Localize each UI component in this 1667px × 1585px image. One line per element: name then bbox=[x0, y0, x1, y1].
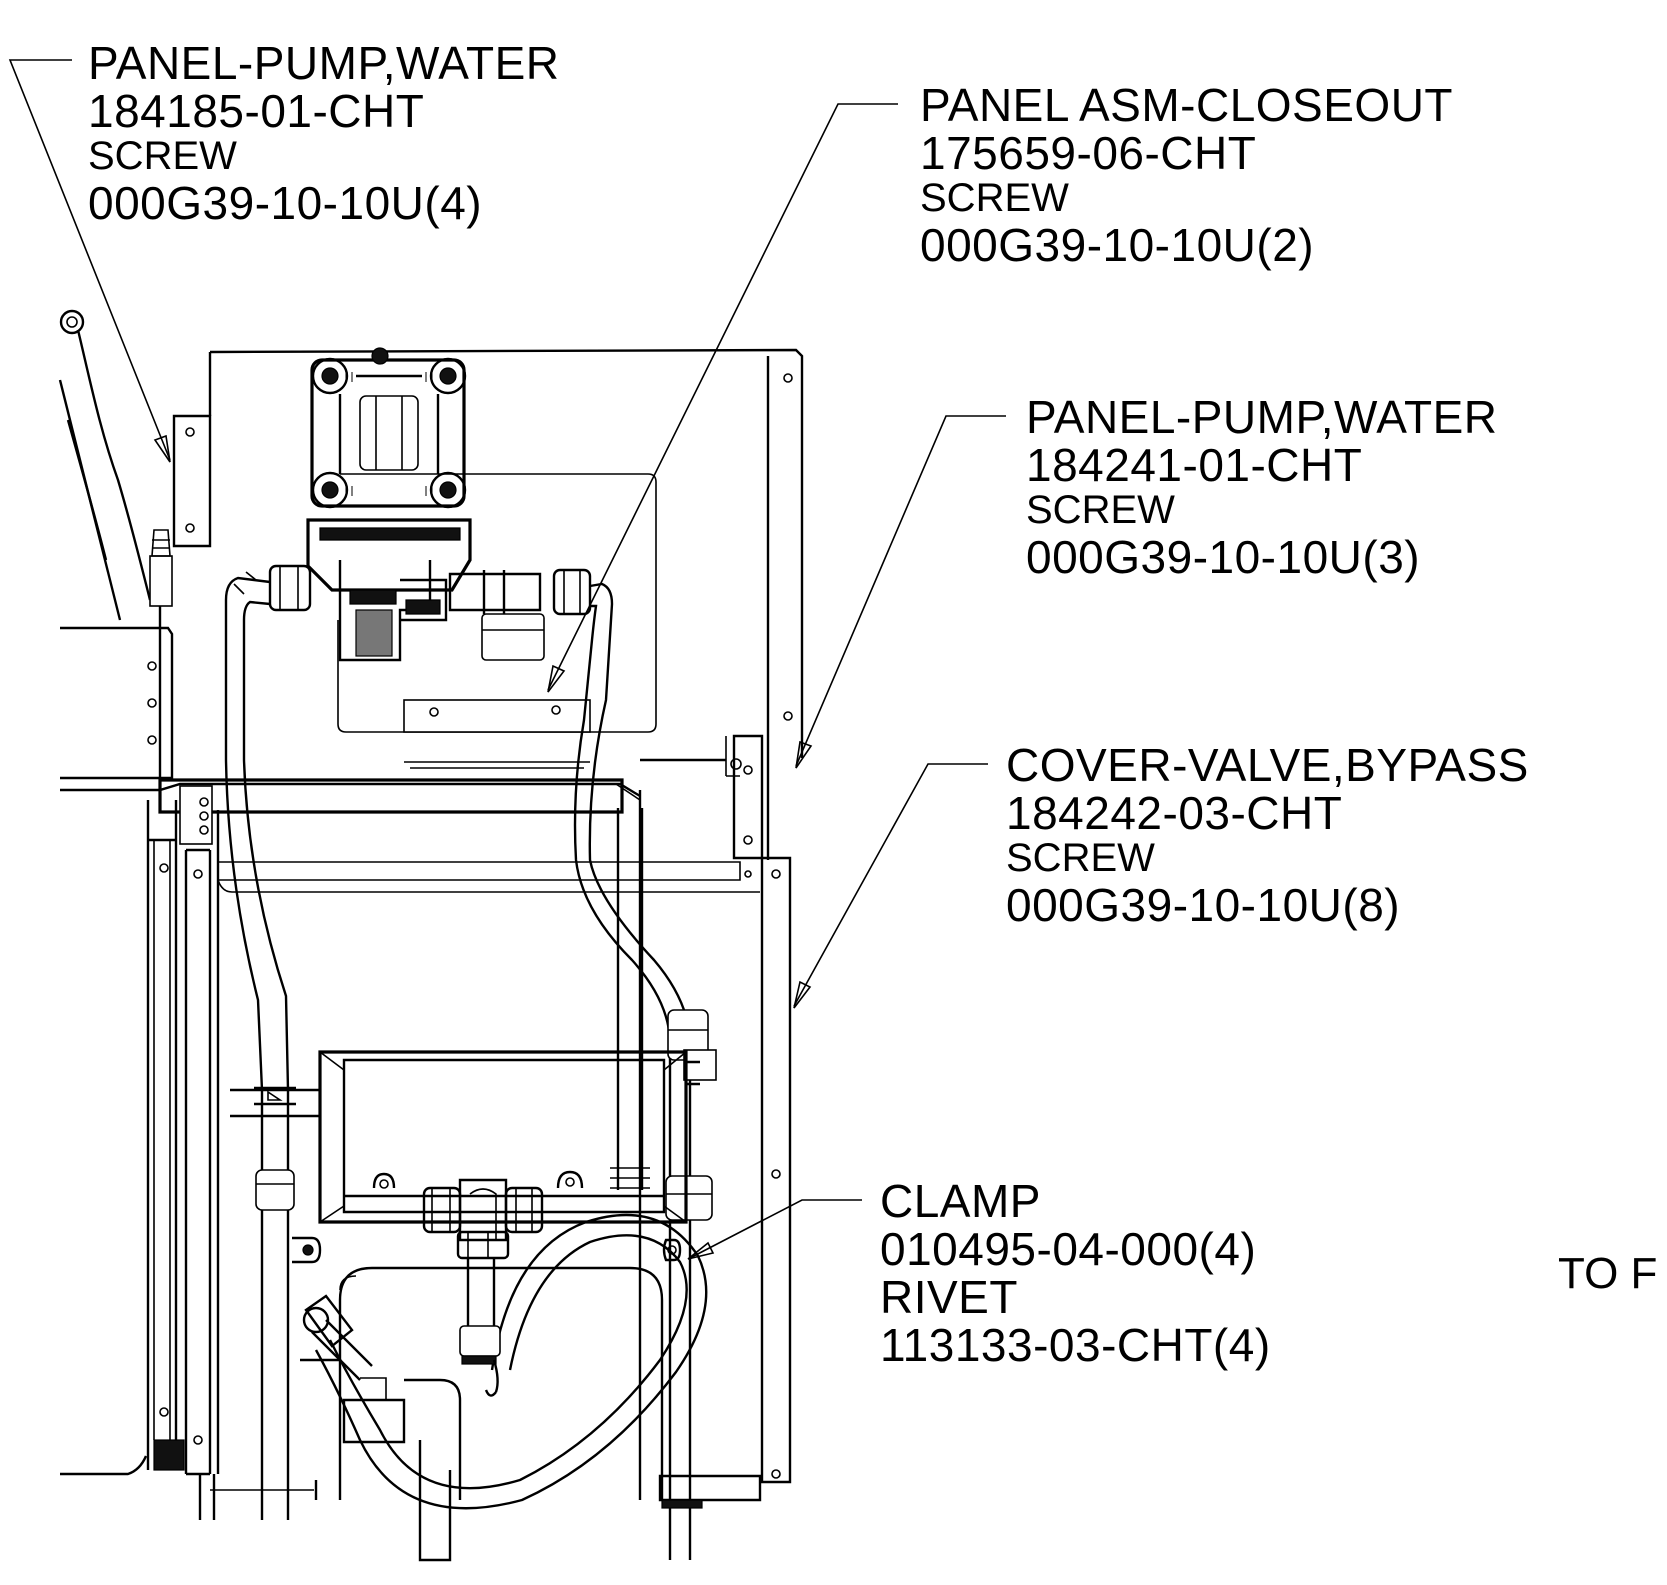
upper-left-tab bbox=[172, 414, 212, 548]
leader-panel-asm-closeout bbox=[547, 103, 898, 691]
lift-ring bbox=[59, 309, 85, 335]
callout-part-number: 184185-01-CHT bbox=[88, 85, 425, 137]
callout-part-name: COVER-VALVE,BYPASS bbox=[1006, 739, 1529, 791]
callout-fastener-part: 000G39-10-10U(2) bbox=[920, 219, 1315, 271]
callout-part-name: CLAMP bbox=[880, 1175, 1041, 1227]
callout-clamp: CLAMP 010495-04-000(4) RIVET 113133-03-C… bbox=[880, 1178, 1271, 1370]
callout-fastener-name: SCREW bbox=[1006, 836, 1155, 880]
leader-arrow-2 bbox=[547, 664, 566, 693]
leader-arrow-5 bbox=[687, 1241, 715, 1260]
right-upright-cover bbox=[760, 856, 792, 1484]
callout-part-number: 184241-01-CHT bbox=[1026, 439, 1363, 491]
hose-left bbox=[224, 576, 271, 1520]
callout-part-number: 184242-03-CHT bbox=[1006, 787, 1343, 839]
water-pump bbox=[268, 347, 592, 662]
panel-cutout bbox=[337, 473, 657, 733]
hoses bbox=[224, 571, 717, 1560]
callout-panel-pump-water-left: PANEL-PUMP,WATER 184185-01-CHT SCREW 000… bbox=[88, 40, 559, 228]
callout-fastener-name: SCREW bbox=[920, 176, 1069, 220]
callout-panel-asm-closeout: PANEL ASM-CLOSEOUT 175659-06-CHT SCREW 0… bbox=[920, 82, 1453, 270]
leader-clamp bbox=[689, 1199, 862, 1259]
callout-fastener-name: SCREW bbox=[1026, 488, 1175, 532]
hose-right bbox=[588, 582, 692, 1560]
callout-part-name: PANEL-PUMP,WATER bbox=[1026, 391, 1498, 443]
callout-cover-valve-bypass: COVER-VALVE,BYPASS 184242-03-CHT SCREW 0… bbox=[1006, 742, 1529, 930]
corner-bracket bbox=[179, 785, 213, 845]
left-side-bracket bbox=[60, 626, 174, 780]
callout-panel-pump-water-right: PANEL-PUMP,WATER 184241-01-CHT SCREW 000… bbox=[1026, 394, 1497, 582]
callout-part-name: PANEL-PUMP,WATER bbox=[88, 37, 560, 89]
leader-panel-pump-right bbox=[795, 415, 1006, 767]
leader-panel-pump-left bbox=[8, 59, 171, 461]
leader-arrow-1 bbox=[153, 434, 171, 463]
hose-coil bbox=[328, 1234, 688, 1490]
left-upright bbox=[146, 800, 178, 1470]
leader-cover-valve-bypass bbox=[793, 763, 988, 1007]
callout-fastener-part: 000G39-10-10U(3) bbox=[1026, 531, 1421, 583]
callout-fastener-part: 000G39-10-10U(8) bbox=[1006, 879, 1401, 931]
edge-note-text: TO F bbox=[1558, 1249, 1658, 1298]
callout-part-number: 010495-04-000(4) bbox=[880, 1223, 1257, 1275]
lower-frame bbox=[60, 734, 792, 1562]
leader-arrow-4 bbox=[793, 980, 812, 1009]
leader-lines bbox=[8, 59, 1006, 1260]
callout-fastener-name: SCREW bbox=[88, 134, 237, 178]
leader-arrow-3 bbox=[795, 740, 813, 769]
clamps bbox=[292, 1236, 682, 1264]
edge-note: TO F bbox=[1558, 1252, 1657, 1296]
upper-pump-panel bbox=[172, 348, 804, 860]
left-frame bbox=[58, 309, 641, 798]
callout-part-number: 175659-06-CHT bbox=[920, 127, 1257, 179]
callout-fastener-part: 113133-03-CHT(4) bbox=[880, 1319, 1271, 1371]
callout-part-name: PANEL ASM-CLOSEOUT bbox=[920, 79, 1454, 131]
callout-fastener-name: RIVET bbox=[880, 1271, 1018, 1323]
callout-fastener-part: 000G39-10-10U(4) bbox=[88, 177, 483, 229]
